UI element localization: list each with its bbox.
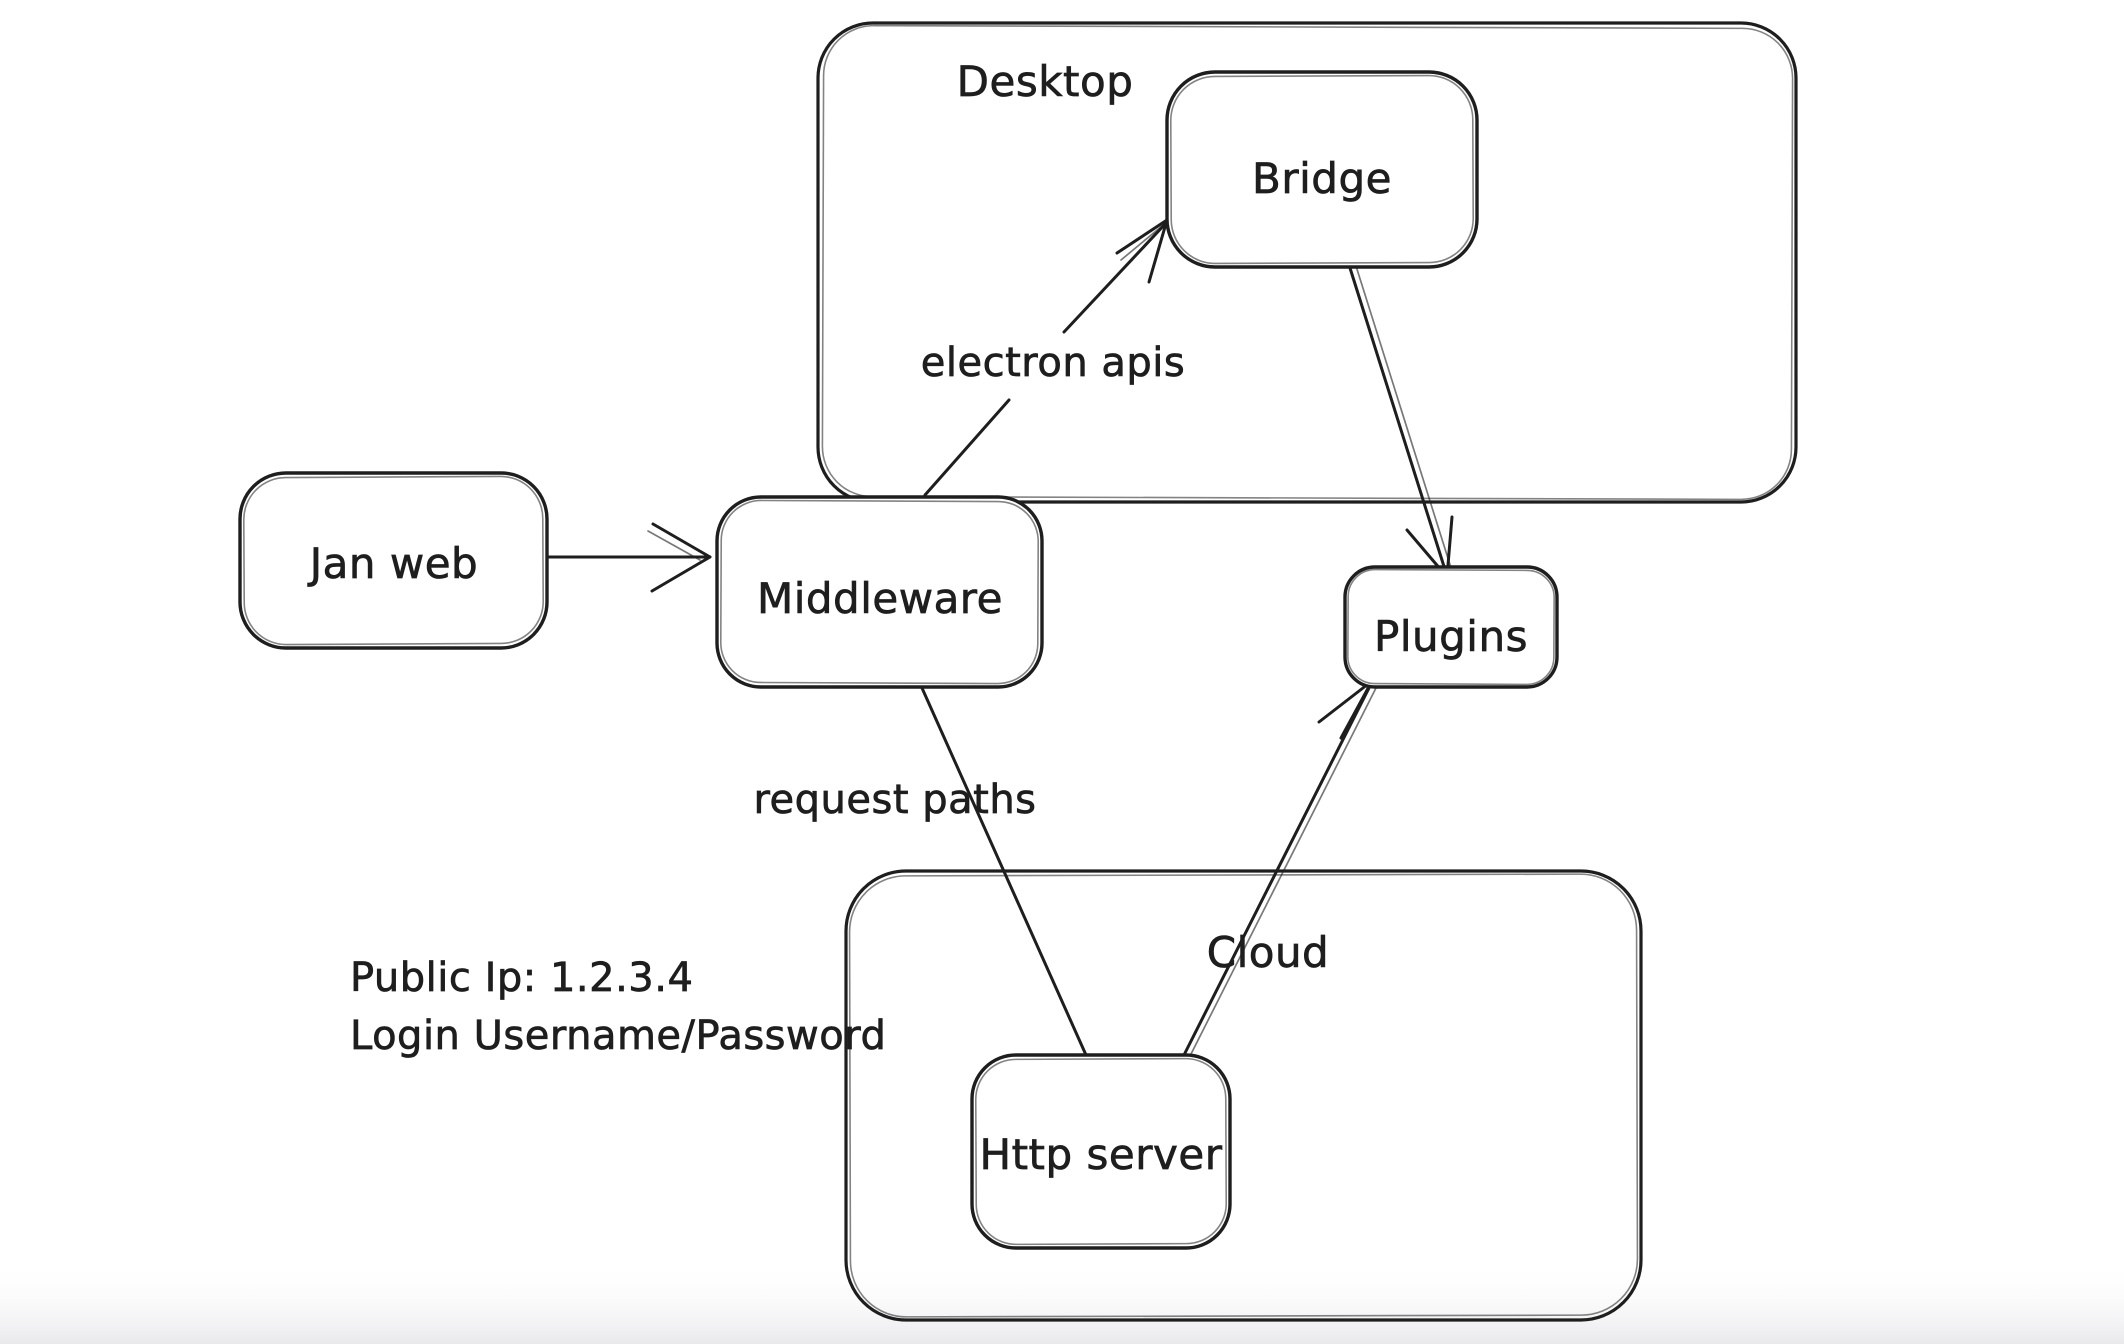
edge-bridge-to-plugins[interactable] [1348,265,1454,579]
node-bridge[interactable]: Bridge [1165,70,1479,269]
edge-middleware-to-http-server[interactable]: request paths [753,686,1088,1057]
node-plugins[interactable]: Plugins [1343,565,1559,689]
annotation-public-ip: Public Ip: 1.2.3.4 [350,955,693,1001]
node-middleware-label: Middleware [757,574,1003,623]
annotation-login: Login Username/Password [350,1013,886,1059]
edge-label-request-paths: request paths [753,777,1036,823]
node-plugins-label: Plugins [1374,612,1528,661]
container-desktop-label: Desktop [957,57,1134,106]
edge-label-electron-apis: electron apis [921,340,1185,386]
node-jan-web-label: Jan web [307,539,478,588]
edge-jan-web-to-middleware[interactable] [545,522,712,593]
container-desktop[interactable]: Desktop [816,21,1798,504]
container-cloud[interactable] [844,869,1643,1322]
node-jan-web[interactable]: Jan web [238,471,549,650]
edge-http-server-to-plugins[interactable] [1182,679,1378,1059]
node-http-server-label: Http server [980,1130,1223,1179]
page-bottom-edge [0,1262,2124,1344]
edge-middleware-to-bridge[interactable]: electron apis [920,218,1185,497]
node-middleware[interactable]: Middleware [715,495,1044,689]
annotation-credentials[interactable]: Public Ip: 1.2.3.4 Login Username/Passwo… [350,955,887,1060]
container-cloud-label: Cloud [1207,928,1329,977]
node-http-server[interactable]: Http server [970,1053,1232,1250]
node-bridge-label: Bridge [1252,154,1392,203]
